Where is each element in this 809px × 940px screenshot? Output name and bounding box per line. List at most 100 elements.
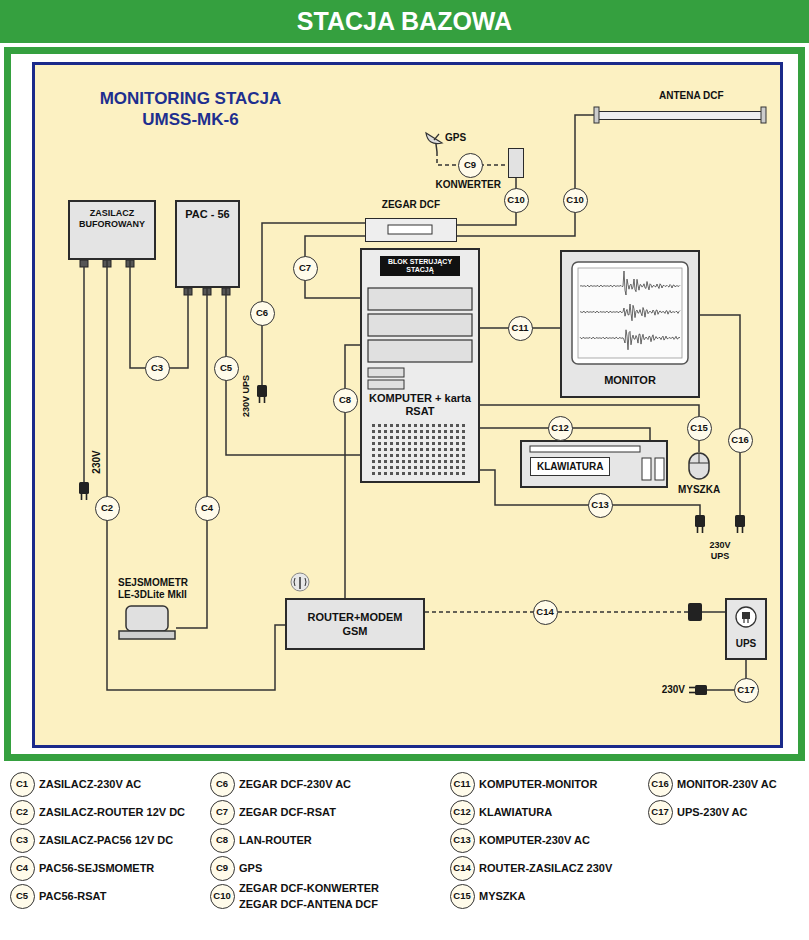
graphic-rect [456,460,459,463]
graphic-rect [378,466,381,469]
legend-text: ZASILACZ-230V AC [39,777,141,791]
graphic-rect [408,430,411,433]
graphic-rect [368,380,404,389]
ups-label: UPS [727,638,765,649]
graphic-rect [402,472,405,475]
voltage-label: 230V UPS [242,375,252,417]
graphic-rect [432,436,435,439]
power-supply-label: ZASILACZ BUFOROWANY [70,202,154,230]
graphic-rect [402,466,405,469]
voltage-label: 230V [91,450,102,473]
callout-number: C8 [333,388,358,413]
graphic-rect [426,460,429,463]
graphic-rect [390,460,393,463]
graphic-rect [420,424,423,427]
cable-connector [457,115,598,236]
graphic-rect [390,424,393,427]
graphic-rect [390,472,393,475]
graphic-rect [742,612,750,619]
pac56-box: PAC - 56 [175,200,240,288]
header-title: STACJA BAZOWA [0,0,809,43]
graphic-rect [126,260,134,267]
graphic-rect [408,436,411,439]
legend-text: ZASILACZ-ROUTER 12V DC [39,805,185,819]
graphic-polyline [580,304,680,321]
graphic-polyline [580,271,680,295]
graphic-rect [372,472,375,475]
graphic-path [702,611,725,613]
graphic-rect [456,436,459,439]
graphic-rect [444,466,447,469]
graphic-rect [396,460,399,463]
graphic-rect [456,442,459,445]
graphic-rect [462,448,465,451]
graphic-rect [420,454,423,457]
graphic-rect [408,460,411,463]
legend-text: PAC56-SEJSMOMETR [39,861,154,875]
legend-number: C12 [450,800,475,825]
graphic-rect [450,424,453,427]
graphic-rect [438,460,441,463]
graphic-rect [432,466,435,469]
graphic-rect [432,442,435,445]
graphic-rect [450,460,453,463]
legend-text: MYSZKA [479,889,525,903]
legend-text: KOMPUTER-230V AC [479,833,590,847]
graphic-rect [530,446,640,452]
graphic-circle [736,607,756,627]
mouse-shape: MYSZKA [688,452,710,480]
graphic-rect [390,466,393,469]
graphic-rect [414,454,417,457]
graphic-rect [384,454,387,457]
graphic-rect [456,466,459,469]
legend-text: KOMPUTER-MONITOR [479,777,597,791]
graphic-rect [432,430,435,433]
callout-number: C6 [250,301,275,326]
graphic-rect [432,460,435,463]
graphic-use [689,685,707,695]
graphic-rect [384,424,387,427]
graphic-rect [408,424,411,427]
graphic-use [79,482,89,500]
graphic-rect [414,424,417,427]
graphic-rect [420,436,423,439]
legend-text: ZEGAR DCF-230V AC [239,777,351,791]
graphic-rect [390,430,393,433]
voltage-label: 230V UPS [700,540,740,562]
graphic-rect [414,472,417,475]
graphic-rect [384,466,387,469]
graphic-rect [420,466,423,469]
callout-number: C14 [533,600,558,625]
graphic-rect [462,454,465,457]
graphic-rect [396,442,399,445]
graphic-rect [408,472,411,475]
graphic-line [747,619,748,623]
graphic-rect [462,436,465,439]
voltage-label: 230V [662,684,685,696]
graphic-rect [432,448,435,451]
graphic-rect [402,460,405,463]
graphic-line [699,453,700,463]
graphic-rect [372,424,375,427]
graphic-rect [426,424,429,427]
graphic-rect [444,448,447,451]
graphic-rect [408,448,411,451]
callout-number: C10 [504,188,529,213]
graphic-rect [408,454,411,457]
graphic-rect [372,430,375,433]
callout-number: C9 [458,153,483,178]
graphic-rect [378,460,381,463]
graphic-rect [414,442,417,445]
graphic-rect [432,454,435,457]
graphic-rect [378,442,381,445]
legend-number: C8 [210,828,235,853]
graphic-rect [396,454,399,457]
graphic-path [83,267,85,482]
legend-number: C9 [210,856,235,881]
seismometer-shape: SEJSMOMETR LE-3DLite MkII [118,605,176,641]
legend-number: C5 [10,884,35,909]
graphic-rect [396,466,399,469]
graphic-rect [402,442,405,445]
cable-connector [226,288,360,455]
graphic-rect [414,448,417,451]
